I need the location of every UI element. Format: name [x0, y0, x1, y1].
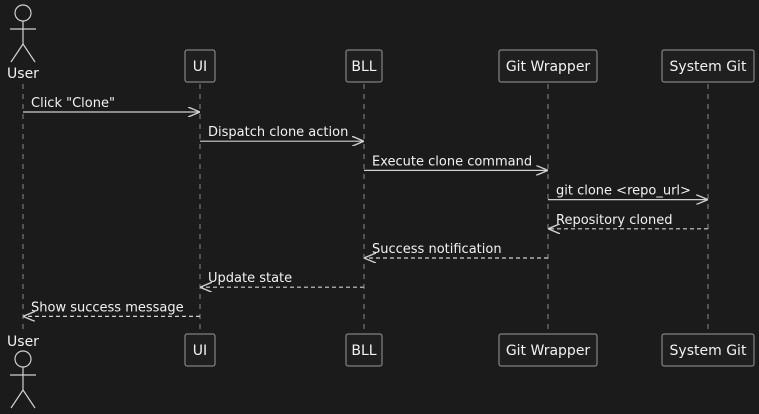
actor-label: User — [7, 334, 39, 350]
message-4: git clone <repo_url> — [548, 184, 707, 200]
message-label: Success notification — [372, 242, 502, 257]
participant-label: BLL — [351, 343, 376, 359]
participant-box — [184, 49, 216, 83]
participant-box — [345, 49, 383, 83]
message-label: Repository cloned — [556, 213, 672, 228]
message-label: git clone <repo_url> — [556, 184, 691, 199]
actor-head — [14, 350, 32, 368]
actor-right-leg — [22, 389, 36, 409]
actor-left-leg — [10, 43, 24, 63]
message-label: Execute clone command — [372, 154, 532, 169]
message-label: Click "Clone" — [31, 96, 115, 111]
message-label: Dispatch clone action — [208, 125, 348, 140]
participant-box — [345, 333, 383, 367]
message-3: Execute clone command — [364, 154, 547, 170]
participant-user-top: User — [7, 4, 39, 82]
actor-head — [14, 4, 32, 22]
participant-label: UI — [193, 343, 207, 359]
message-6: Success notification — [365, 242, 548, 258]
actor-left-leg — [10, 389, 24, 409]
participant-label: Git Wrapper — [506, 343, 591, 359]
participant-git-wrapper-top: Git Wrapper — [498, 49, 598, 83]
participant-box — [498, 333, 598, 367]
participant-label: Git Wrapper — [506, 59, 591, 75]
message-8: Show success message — [24, 300, 200, 316]
message-5: Repository cloned — [549, 213, 708, 229]
participant-box — [661, 49, 755, 83]
participant-label: UI — [193, 59, 207, 75]
message-label: Show success message — [31, 300, 184, 315]
participant-bll-top: BLL — [345, 49, 383, 83]
participant-label: System Git — [670, 343, 747, 359]
participant-git-wrapper-bottom: Git Wrapper — [498, 333, 598, 367]
participant-user-bottom: User — [7, 334, 39, 409]
participant-box — [184, 333, 216, 367]
participant-box — [498, 49, 598, 83]
message-2: Dispatch clone action — [200, 125, 363, 141]
message-1: Click "Clone" — [23, 96, 199, 112]
actor-right-leg — [22, 43, 36, 63]
participant-box — [661, 333, 755, 367]
participant-ui-bottom: UI — [184, 333, 216, 367]
participant-ui-top: UI — [184, 49, 216, 83]
message-7: Update state — [201, 271, 364, 287]
participant-system-git-bottom: System Git — [661, 333, 755, 367]
participant-bll-bottom: BLL — [345, 333, 383, 367]
message-label: Update state — [208, 271, 292, 286]
participant-label: System Git — [670, 59, 747, 75]
participant-label: BLL — [351, 59, 376, 75]
participant-system-git-top: System Git — [661, 49, 755, 83]
actor-label: User — [7, 66, 39, 82]
